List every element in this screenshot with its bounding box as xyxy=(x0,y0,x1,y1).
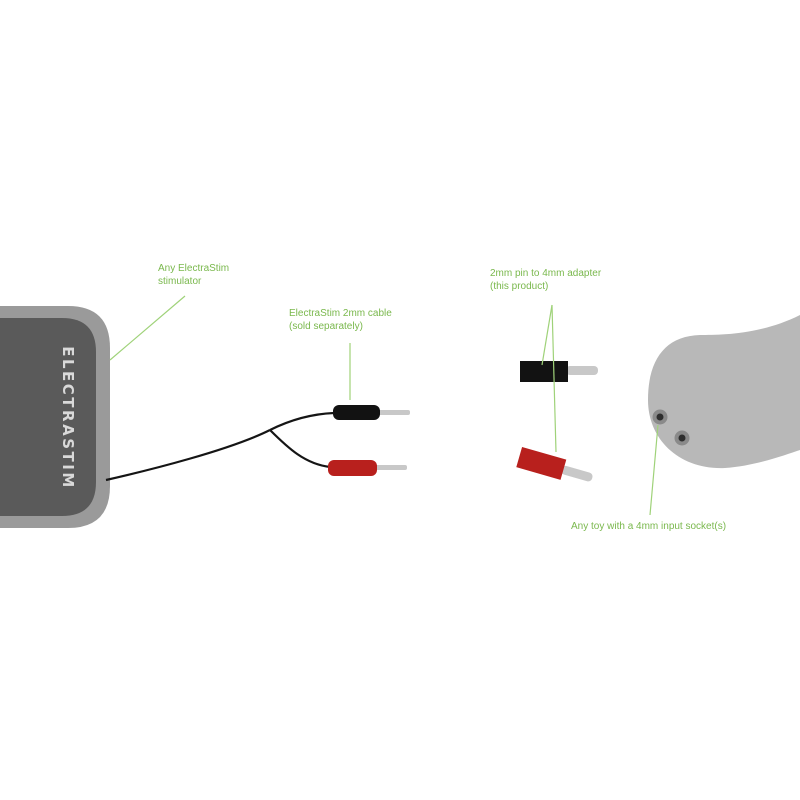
stimulator-unit: ELECTRASTIM xyxy=(0,306,110,528)
stimulator-face xyxy=(0,318,96,516)
cable-red-pin xyxy=(375,465,407,470)
label-adapter-line-2: (this product) xyxy=(490,281,548,292)
toy xyxy=(648,315,800,469)
cable-red-plug xyxy=(328,460,377,476)
leader-toy xyxy=(649,424,659,516)
label-adapter-line-1: 2mm pin to 4mm adapter xyxy=(490,268,602,279)
toy-socket-2 xyxy=(678,434,686,442)
toy-body xyxy=(648,315,800,469)
leader-stimulator xyxy=(109,295,186,361)
stimulator-brand-text: ELECTRASTIM xyxy=(59,346,77,490)
adapter-black-body xyxy=(520,361,568,382)
adapter-red-pin xyxy=(561,465,593,482)
label-cable-line-2: (sold separately) xyxy=(289,321,363,332)
cable-upper-branch xyxy=(269,411,335,431)
label-cable: ElectraStim 2mm cable (sold separately) xyxy=(289,308,395,332)
label-toy: Any toy with a 4mm input socket(s) xyxy=(571,521,726,532)
electrastim-2mm-cable xyxy=(105,405,410,482)
cable-main-wire xyxy=(105,429,271,482)
label-stimulator-line-1: Any ElectraStim xyxy=(158,263,229,274)
label-stimulator: Any ElectraStim stimulator xyxy=(158,263,232,287)
label-cable-line-1: ElectraStim 2mm cable xyxy=(289,308,392,319)
adapter-black-pin xyxy=(566,366,598,375)
leader-adapter-red xyxy=(551,304,557,453)
toy-socket-1 xyxy=(656,413,664,421)
cable-lower-branch xyxy=(269,429,331,469)
cable-black-pin xyxy=(378,410,410,415)
adapter-black xyxy=(520,361,598,382)
label-adapter: 2mm pin to 4mm adapter (this product) xyxy=(490,268,604,292)
label-stimulator-line-2: stimulator xyxy=(158,276,202,287)
adapter-red-body xyxy=(516,446,567,480)
label-toy-line-1: Any toy with a 4mm input socket(s) xyxy=(571,521,726,532)
cable-black-plug xyxy=(333,405,380,420)
adapter-red xyxy=(516,446,593,482)
leader-adapter-black xyxy=(541,304,553,366)
leader-lines xyxy=(109,295,659,516)
